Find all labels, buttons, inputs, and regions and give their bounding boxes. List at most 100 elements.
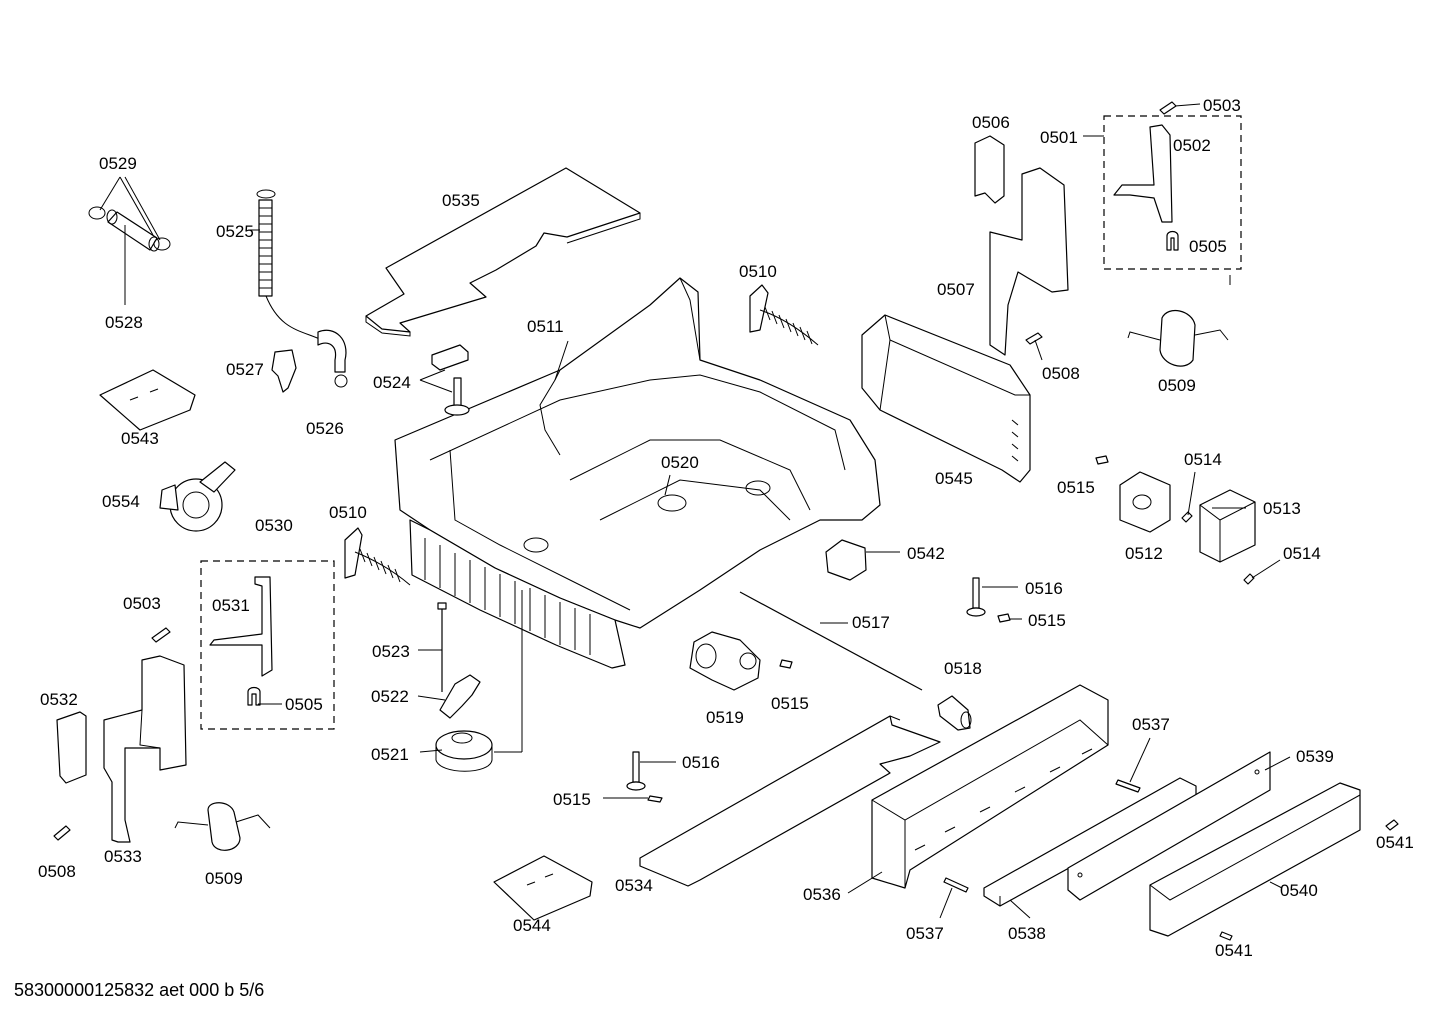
part-0516-upper [966, 577, 986, 617]
part-0509-left [174, 802, 271, 851]
label-0522: 0522 [371, 687, 409, 706]
part-0507 [989, 167, 1069, 356]
label-0518: 0518 [944, 659, 982, 678]
label-0505: 0505 [285, 695, 323, 714]
part-0523 [437, 602, 447, 692]
label-0525: 0525 [216, 222, 254, 241]
part-0545 [861, 314, 1031, 483]
part-0542 [825, 539, 867, 581]
label-0515: 0515 [553, 790, 591, 809]
label-0512: 0512 [1125, 544, 1163, 563]
part-0510-bottom [344, 527, 411, 586]
label-0510: 0510 [329, 503, 367, 522]
label-0505: 0505 [1189, 237, 1227, 256]
label-0514: 0514 [1184, 450, 1222, 469]
part-labels: 0503 0506 0501 0502 0529 0535 0525 0505 … [38, 96, 1414, 960]
part-0534 [639, 715, 941, 887]
label-0502: 0502 [1173, 136, 1211, 155]
label-0531: 0531 [212, 596, 250, 615]
part-0526 [317, 329, 348, 388]
part-0509-right [1127, 309, 1229, 367]
label-0513: 0513 [1263, 499, 1301, 518]
label-0508: 0508 [38, 862, 76, 881]
part-0530-box [200, 560, 335, 730]
part-0532 [56, 711, 87, 784]
label-0515: 0515 [1028, 611, 1066, 630]
label-0533: 0533 [104, 847, 142, 866]
part-0541-screws [1219, 819, 1399, 941]
label-0515: 0515 [771, 694, 809, 713]
label-0527: 0527 [226, 360, 264, 379]
part-0521 [435, 730, 493, 772]
label-0503: 0503 [123, 594, 161, 613]
part-0511 [394, 277, 881, 669]
label-0540: 0540 [1280, 881, 1318, 900]
part-0537-screws [943, 779, 1141, 893]
part-0508-right [1025, 332, 1043, 345]
part-0516-lower [626, 751, 646, 791]
label-0536: 0536 [803, 885, 841, 904]
part-0519 [689, 631, 761, 691]
label-0532: 0532 [40, 690, 78, 709]
part-0529 [88, 206, 171, 251]
label-0535: 0535 [442, 191, 480, 210]
part-0513 [1199, 489, 1256, 563]
part-0515-screws [647, 455, 1109, 803]
label-0545: 0545 [935, 469, 973, 488]
part-0503-left [151, 627, 171, 643]
label-0524: 0524 [373, 373, 411, 392]
label-0514: 0514 [1283, 544, 1321, 563]
label-0509: 0509 [1158, 376, 1196, 395]
part-0535 [365, 167, 641, 337]
part-0503-right [1159, 101, 1177, 115]
label-0542: 0542 [907, 544, 945, 563]
label-0541: 0541 [1215, 941, 1253, 960]
part-0517 [739, 591, 923, 691]
label-0543: 0543 [121, 429, 159, 448]
label-0523: 0523 [372, 642, 410, 661]
part-0512 [1119, 471, 1171, 533]
part-0536 [871, 684, 1109, 889]
part-0524 [431, 344, 470, 416]
part-0501-box [1103, 115, 1242, 270]
label-0520: 0520 [661, 453, 699, 472]
part-0514-screws [1181, 511, 1255, 585]
label-0507: 0507 [937, 280, 975, 299]
label-0506: 0506 [972, 113, 1010, 132]
part-0506 [974, 135, 1005, 204]
label-0537: 0537 [906, 924, 944, 943]
label-0509: 0509 [205, 869, 243, 888]
label-0530: 0530 [255, 516, 293, 535]
label-0503: 0503 [1203, 96, 1241, 115]
label-0510: 0510 [739, 262, 777, 281]
label-0516: 0516 [1025, 579, 1063, 598]
label-0528: 0528 [105, 313, 143, 332]
label-0511: 0511 [527, 317, 564, 336]
part-0508-left [53, 825, 71, 841]
document-id-footer: 58300000125832 aet 000 b 5/6 [14, 980, 265, 1000]
label-0541: 0541 [1376, 833, 1414, 852]
label-0517: 0517 [852, 613, 890, 632]
label-0529: 0529 [99, 154, 137, 173]
part-0533 [103, 655, 187, 843]
label-0538: 0538 [1008, 924, 1046, 943]
part-0525 [256, 189, 323, 341]
label-0537: 0537 [1132, 715, 1170, 734]
part-0544 [493, 855, 593, 921]
label-0519: 0519 [706, 708, 744, 727]
label-0534: 0534 [615, 876, 653, 895]
label-0508: 0508 [1042, 364, 1080, 383]
part-0510-top [749, 284, 819, 346]
label-0554: 0554 [102, 492, 140, 511]
label-0544: 0544 [513, 916, 551, 935]
part-0540 [1149, 782, 1361, 937]
label-0539: 0539 [1296, 747, 1334, 766]
part-0527 [271, 349, 297, 393]
leader-lines [99, 103, 1291, 919]
label-0521: 0521 [371, 745, 409, 764]
part-0554 [159, 461, 236, 532]
label-0501: 0501 [1040, 128, 1078, 147]
label-0515: 0515 [1057, 478, 1095, 497]
part-0539 [1067, 751, 1271, 901]
